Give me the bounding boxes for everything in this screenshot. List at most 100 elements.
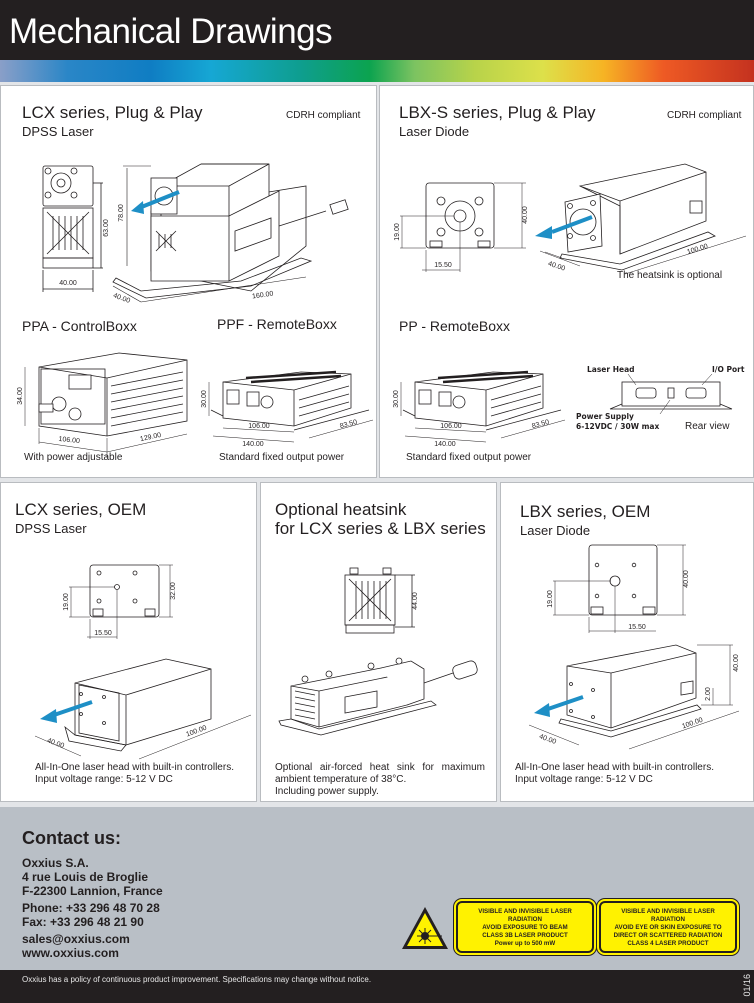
drawing-stroke [34, 735, 82, 757]
drawing-stroke [112, 257, 313, 299]
drawing-stroke [44, 191, 52, 199]
drawing-stroke [591, 688, 595, 692]
drawing-stroke [70, 191, 78, 199]
contact-heading: Contact us: [22, 828, 121, 848]
dim-center-offset: 15.50 [94, 630, 112, 637]
drawing-stroke [539, 235, 747, 275]
ppa-title: PPA - ControlBoxx [22, 318, 137, 334]
drawing-stroke [40, 368, 106, 425]
email-link[interactable]: sales@oxxius.com [22, 932, 130, 946]
drawing-stroke [544, 251, 563, 259]
panel-lbx-oem: LBX series, OEM Laser Diode 40.00 19.00 … [500, 482, 754, 802]
ppf-title: PPF - RemoteBoxx [217, 316, 337, 332]
drawing-stroke [79, 712, 83, 716]
drawing-stroke [418, 929, 432, 943]
drawing-stroke [490, 385, 542, 417]
ppf-dim-depth: 83.50 [339, 419, 358, 430]
page-title: Mechanical Drawings [9, 12, 333, 51]
drawing-stroke [344, 567, 415, 634]
beam-arrow-icon [551, 215, 593, 234]
heatsink-caption-line2: ambient temperature of 38°C. [275, 774, 407, 785]
drawing-stroke [438, 391, 452, 407]
website-link[interactable]: www.oxxius.com [22, 946, 119, 960]
lcx-iso-view-drawing: 78.00 160.00 40.00 [112, 163, 349, 305]
drawing-stroke [402, 409, 562, 431]
phone-number: Phone: +33 296 48 70 28 [22, 901, 160, 915]
drawing-stroke [349, 567, 359, 575]
disclaimer-note: Oxxius has a policy of continuous produc… [22, 975, 372, 984]
drawing-stroke [609, 381, 733, 410]
drawing-stroke [417, 928, 442, 944]
lcx-oem-caption-line1: All-In-One laser head with built-in cont… [35, 762, 234, 773]
panel-title: LCX series, Plug & Play [22, 103, 203, 122]
drawing-stroke [477, 240, 491, 248]
lcx-front-view-drawing: 63.00 40.00 [42, 165, 110, 292]
drawing-stroke [569, 682, 573, 686]
drawing-stroke [400, 382, 566, 443]
drawing-stroke [659, 399, 671, 415]
cdrh-badge: CDRH compliant [286, 110, 361, 121]
laser-hazard-icon [402, 907, 448, 949]
drawing-stroke [78, 684, 120, 742]
drawing-stroke [210, 409, 370, 431]
drawing-stroke [591, 715, 595, 719]
drawing-stroke [112, 165, 307, 303]
warning-line: AVOID EXPOSURE TO BEAM [482, 924, 568, 931]
drawing-stroke [579, 171, 707, 254]
warning-line: Power up to 500 mW [494, 940, 556, 947]
dim-center-height: 19.00 [547, 590, 554, 608]
drawing-stroke [590, 606, 604, 615]
warning-label-class-4: VISIBLE AND INVISIBLE LASER RADIATION AV… [599, 901, 737, 953]
warning-line: CLASS 3B LASER PRODUCT [482, 932, 568, 939]
drawing-stroke [590, 200, 596, 206]
beam-arrow-icon [138, 190, 180, 210]
beam-arrow-icon [544, 695, 584, 712]
dim-height: 32.00 [170, 582, 177, 600]
drawing-stroke [500, 419, 566, 439]
drawing-stroke [140, 276, 307, 303]
beam-arrow-head-icon [535, 226, 552, 239]
ppa-dim-height: 34.00 [17, 387, 24, 405]
drawing-stroke [260, 395, 274, 409]
drawing-stroke [290, 672, 408, 727]
drawing-stroke [89, 564, 160, 618]
drawing-stroke [92, 608, 104, 617]
drawing-stroke [42, 165, 103, 292]
drawing-stroke [325, 670, 333, 678]
panel-lbxs-plug-and-play: LBX-S series, Plug & Play Laser Diode CD… [379, 85, 754, 478]
panel-subtitle: Laser Diode [399, 124, 470, 139]
drawing-stroke [68, 407, 82, 421]
dim-front-height: 63.00 [103, 219, 110, 237]
ppa-dim-width: 106.00 [58, 436, 80, 445]
ppf-dim-height: 30.00 [201, 390, 208, 408]
drawing-stroke [144, 608, 156, 617]
drawing-stroke [345, 624, 395, 634]
warning-line: DIRECT OR SCATTERED RADIATION [613, 932, 723, 939]
pp-rear-view-drawing: Laser Head I/O Port Power Supply 6-12VDC… [576, 365, 745, 432]
rear-label-laser-head: Laser Head [587, 365, 635, 374]
pp-dim-inner-width: 106.00 [440, 423, 462, 430]
heatsink-drawing: 44.00 [278, 567, 478, 736]
panel-title-line2: for LCX series & LBX series [275, 519, 486, 538]
drawing-stroke [208, 382, 374, 443]
drawing-stroke [680, 680, 694, 696]
beam-arrow-head-icon [131, 201, 144, 214]
drawing-stroke [609, 403, 733, 410]
page-footer: Oxxius has a policy of continuous produc… [0, 970, 754, 1003]
lbx-oem-drawing: 40.00 19.00 15.50 40.00 2.00 40.00 100.0… [528, 544, 740, 750]
dim-height: 44.00 [412, 592, 419, 610]
drawing-stroke [70, 167, 78, 175]
rear-view-label: Rear view [685, 421, 730, 432]
drawing-stroke [558, 644, 702, 738]
dim-iso-length: 100.00 [681, 717, 704, 731]
drawing-stroke [44, 167, 52, 175]
panel-subtitle: DPSS Laser [15, 521, 87, 536]
drawing-stroke [79, 692, 83, 696]
drawing-stroke [689, 200, 703, 214]
drawing-stroke [42, 165, 94, 207]
version-label: 01/16 [742, 974, 752, 997]
dim-foot: 2.00 [705, 687, 712, 701]
ppf-dim-inner-width: 106.00 [248, 423, 270, 430]
lbx-oem-caption-line1: All-In-One laser head with built-in cont… [515, 762, 714, 773]
drawing-stroke [348, 578, 392, 622]
